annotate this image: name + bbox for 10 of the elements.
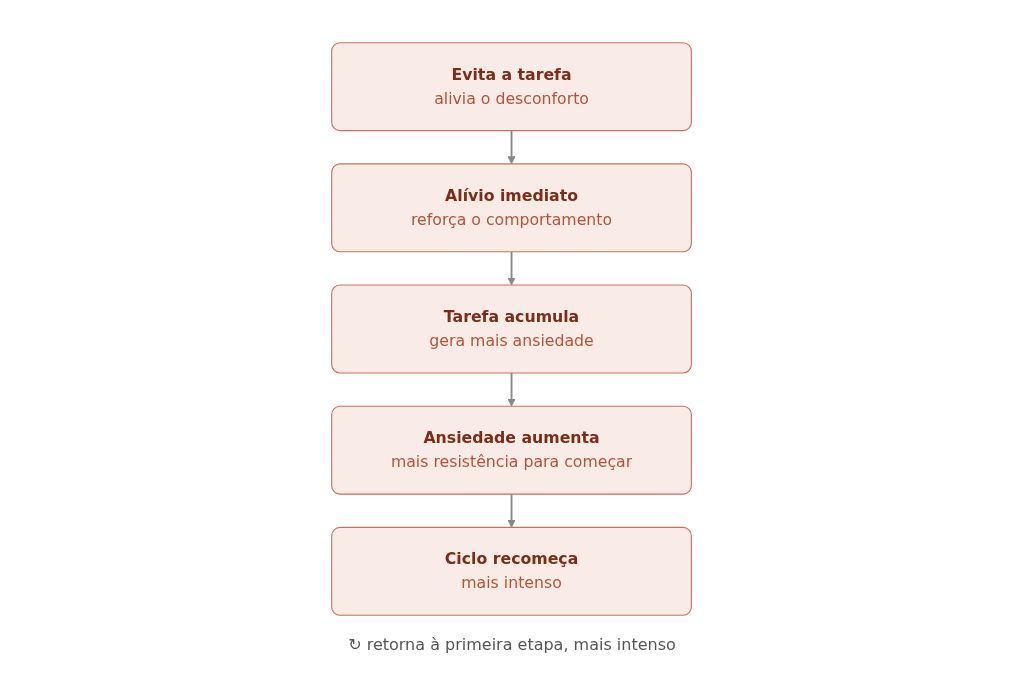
arrow [507, 493, 517, 528]
caption: ↻ retorna à primeira etapa, mais intenso [348, 635, 676, 654]
process-box: Evita a tarefa alivia o desconforto [331, 42, 693, 132]
process-box: Ciclo recomeça mais intenso [331, 526, 693, 616]
arrow [507, 129, 517, 165]
process-box: Tarefa acumula gera mais ansiedade [331, 284, 693, 374]
process-box: Ansiedade aumenta mais resistência para começar [331, 405, 693, 495]
arrow [507, 250, 517, 286]
process-box: Alívio imediato reforça o comportamento [331, 163, 693, 253]
arrow [507, 372, 517, 407]
